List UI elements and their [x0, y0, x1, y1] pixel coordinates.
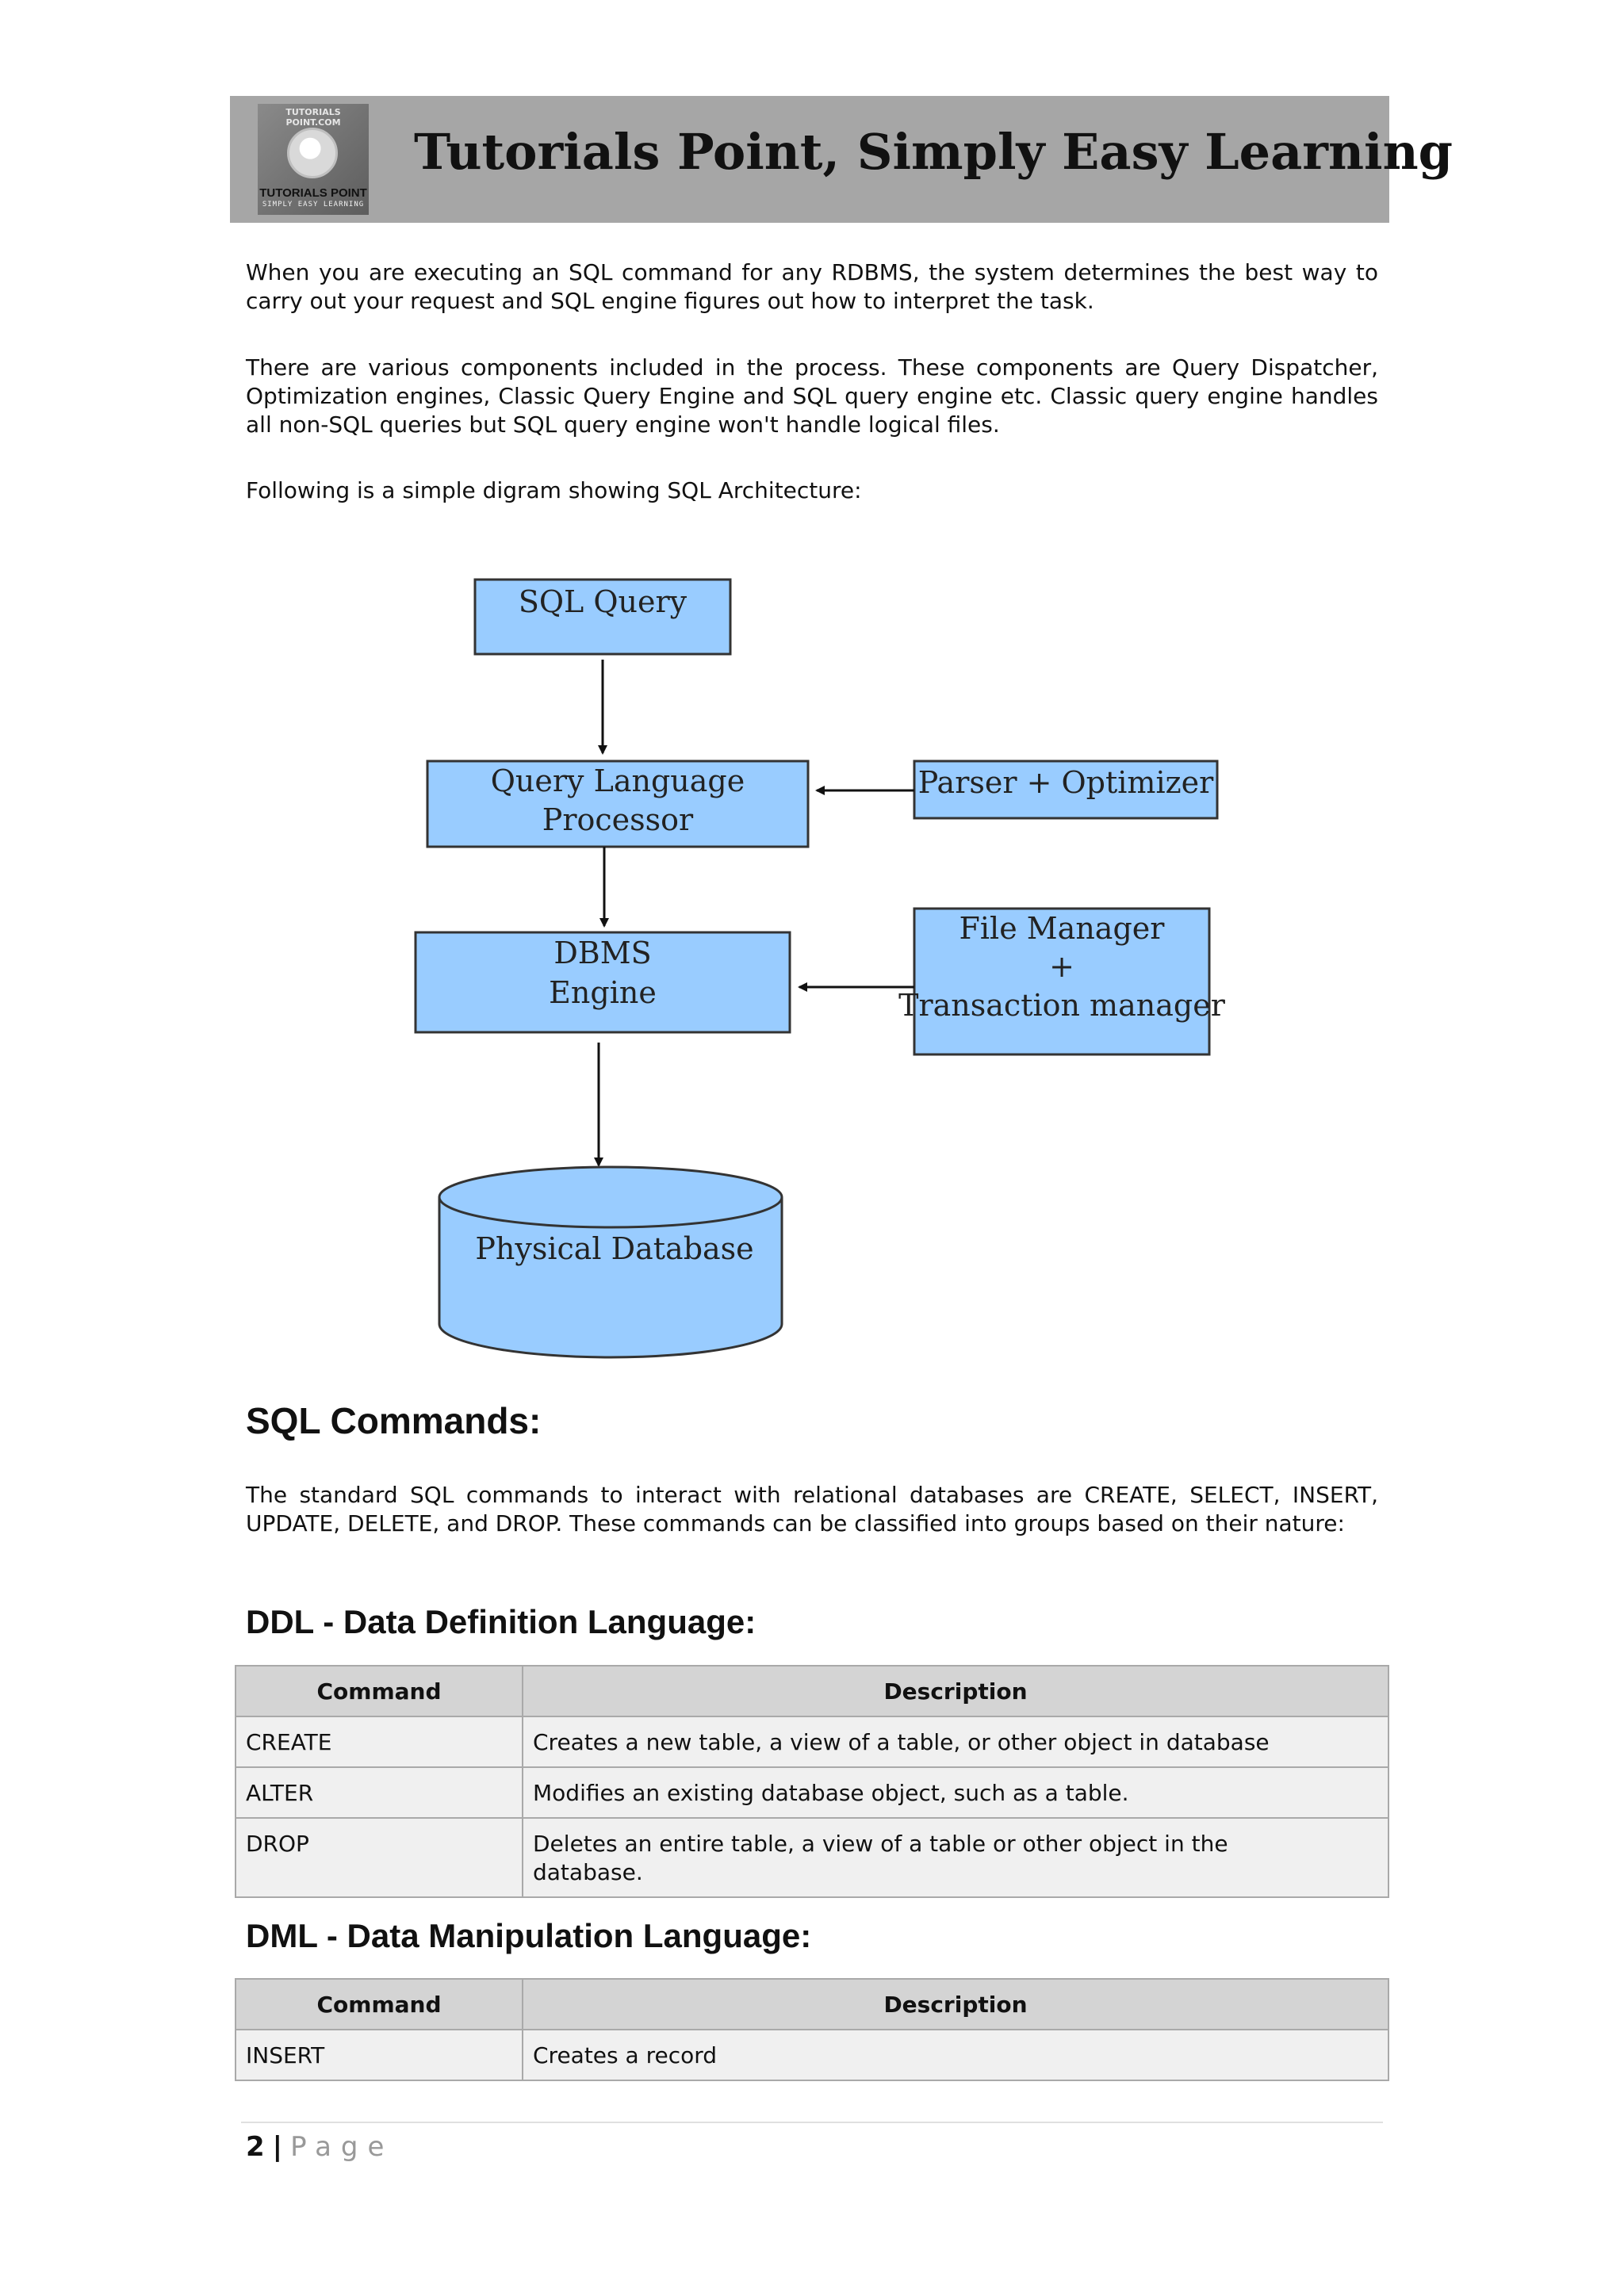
command-cell: ALTER	[235, 1766, 523, 1819]
qlp-label-line2: Processor	[542, 802, 694, 837]
file-manager-label-line2: +	[1049, 949, 1074, 984]
physical-database-top	[438, 1165, 783, 1229]
file-manager-box	[913, 907, 1211, 1056]
header-title: Tutorials Point, Simply Easy Learning	[414, 123, 1454, 181]
dbms-label-line1: DBMS	[553, 936, 651, 970]
column-header-description: Description	[522, 1665, 1389, 1717]
command-cell: INSERT	[235, 2029, 523, 2081]
ddl-heading: DDL - Data Definition Language:	[246, 1603, 756, 1640]
column-header-command: Command	[235, 1665, 523, 1717]
page-footer: 2|Page	[246, 2131, 393, 2163]
description-cell: Creates a new table, a view of a table, …	[522, 1716, 1389, 1768]
command-cell: DROP	[235, 1817, 523, 1898]
sql-query-box	[473, 578, 732, 656]
query-language-processor-box	[426, 760, 810, 848]
physical-database-label: Physical Database	[475, 1231, 753, 1266]
footer-divider	[241, 2122, 1383, 2123]
intro-paragraph-1: When you are executing an SQL command fo…	[246, 259, 1378, 314]
intro-paragraph-3: Following is a simple digram showing SQL…	[246, 477, 862, 503]
page-number: 2	[246, 2131, 265, 2163]
table-row: CREATE Creates a new table, a view of a …	[235, 1716, 1389, 1768]
logo-emblem-icon	[287, 128, 338, 178]
table-row: DROP Deletes an entire table, a view of …	[235, 1817, 1389, 1898]
sql-query-label: SQL Query	[519, 584, 688, 619]
ddl-table: Command Description CREATE Creates a new…	[235, 1665, 1389, 1898]
logo-tagline: SIMPLY EASY LEARNING	[262, 201, 365, 209]
description-cell: Deletes an entire table, a view of a tab…	[522, 1817, 1389, 1898]
tutorials-point-logo: TUTORIALS POINT.COM TUTORIALS POINT SIMP…	[258, 104, 369, 215]
logo-name: TUTORIALS POINT	[259, 186, 367, 200]
footer-separator: |	[272, 2131, 283, 2163]
dbms-label-line2: Engine	[549, 975, 657, 1010]
page-header: TUTORIALS POINT.COM TUTORIALS POINT SIMP…	[230, 96, 1453, 223]
qlp-label-line1: Query Language	[491, 763, 745, 798]
description-cell: Modifies an existing database object, su…	[522, 1766, 1389, 1819]
dml-table: Command Description INSERT Creates a rec…	[235, 1978, 1389, 2081]
sql-commands-heading: SQL Commands:	[246, 1400, 542, 1441]
table-header-row: Command Description	[235, 1978, 1389, 2030]
parser-optimizer-label: Parser + Optimizer	[918, 765, 1214, 800]
description-cell: Creates a record	[522, 2029, 1389, 2081]
logo-ring-text: TUTORIALS POINT.COM	[285, 107, 341, 128]
command-cell: CREATE	[235, 1716, 523, 1768]
sql-commands-paragraph: The standard SQL commands to interact wi…	[246, 1482, 1378, 1536]
parser-optimizer-box	[913, 760, 1219, 820]
file-manager-label-line1: File Manager	[959, 911, 1166, 946]
table-row: INSERT Creates a record	[235, 2029, 1389, 2081]
dml-heading: DML - Data Manipulation Language:	[246, 1917, 812, 1954]
page-label: Page	[290, 2131, 394, 2163]
table-header-row: Command Description	[235, 1665, 1389, 1717]
column-header-command: Command	[235, 1978, 523, 2030]
dbms-engine-box	[414, 931, 791, 1034]
table-row: ALTER Modifies an existing database obje…	[235, 1766, 1389, 1819]
physical-database-cylinder	[438, 1197, 783, 1359]
file-manager-label-line3: Transaction manager	[898, 988, 1226, 1023]
intro-paragraph-2: There are various components included in…	[246, 354, 1378, 438]
sql-architecture-diagram: SQL Query Query Language Processor Parse…	[414, 578, 1226, 1359]
column-header-description: Description	[522, 1978, 1389, 2030]
